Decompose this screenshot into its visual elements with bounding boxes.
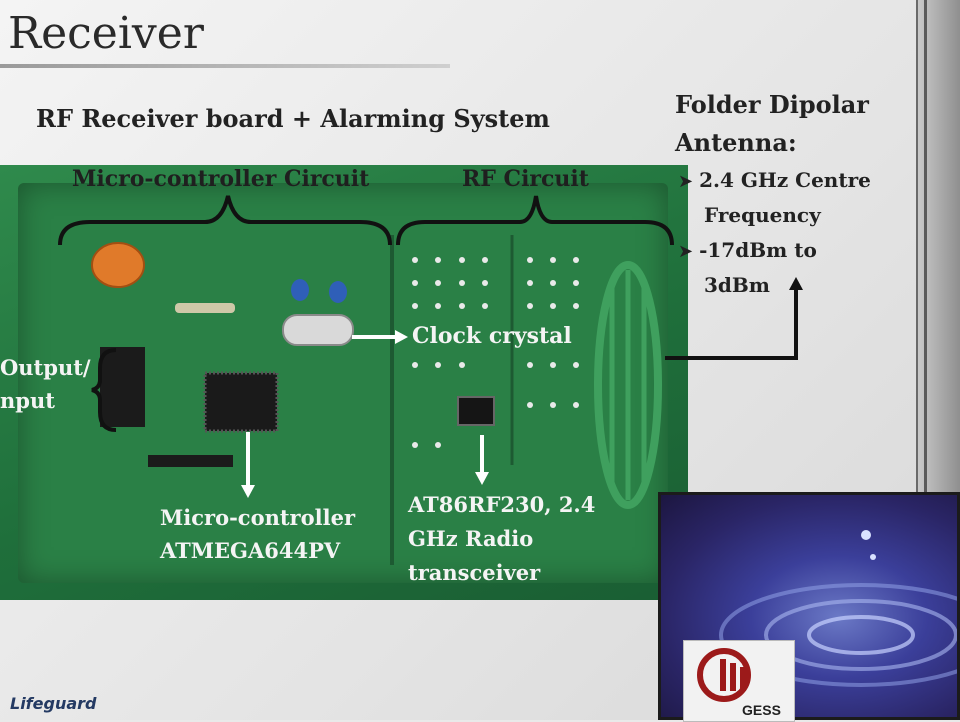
bullet-2-line2: 3dBm bbox=[704, 273, 770, 297]
clock-crystal-arrow bbox=[352, 330, 408, 344]
mcu-label-line1: Micro-controller bbox=[160, 505, 356, 530]
radio-label-line3: transceiver bbox=[408, 560, 541, 585]
antenna-bullet-2: ➤-17dBm to bbox=[678, 238, 817, 262]
io-brace bbox=[91, 348, 117, 432]
pcb-components bbox=[91, 235, 662, 565]
header-pins bbox=[148, 455, 233, 467]
right-triangle-bullet-icon: ➤ bbox=[678, 171, 694, 192]
mcu-chip bbox=[203, 371, 279, 433]
lifeguard-logo-text: Lifeguard bbox=[10, 694, 97, 713]
bullet-1-line2: Frequency bbox=[704, 203, 821, 227]
slide-subtitle: RF Receiver board + Alarming System bbox=[36, 104, 550, 133]
dipole-antenna-trace bbox=[594, 261, 662, 509]
gess-logo-mark: GESS bbox=[697, 648, 781, 718]
bullet-2-line1: -17dBm to bbox=[699, 238, 817, 262]
mcu-arrow bbox=[241, 432, 255, 498]
rf-circuit-label: RF Circuit bbox=[462, 166, 589, 192]
slide-title: Receiver bbox=[8, 8, 204, 59]
antenna-heading-line1: Folder Dipolar bbox=[675, 90, 869, 119]
io-label-line2: nput bbox=[0, 388, 55, 413]
title-underline bbox=[0, 64, 450, 68]
blue-capacitor bbox=[329, 281, 347, 303]
clock-crystal-label: Clock crystal bbox=[412, 323, 572, 349]
orange-capacitor bbox=[91, 242, 145, 288]
receiver-board-photo bbox=[0, 165, 688, 600]
rf-circuit-brace bbox=[396, 195, 674, 246]
io-label-line1: Output/ bbox=[0, 355, 91, 380]
right-triangle-bullet-icon: ➤ bbox=[678, 241, 694, 262]
radio-chip bbox=[457, 396, 495, 426]
radio-arrow bbox=[475, 435, 489, 485]
gess-logo: GESS bbox=[683, 640, 795, 722]
antenna-bullet-1: ➤2.4 GHz Centre bbox=[678, 168, 871, 192]
blue-capacitor bbox=[291, 279, 309, 301]
water-drop-image bbox=[658, 492, 960, 720]
gess-logo-text: GESS bbox=[742, 702, 781, 718]
radio-label-line2: GHz Radio bbox=[408, 526, 534, 551]
antenna-heading-line2: Antenna: bbox=[675, 128, 797, 157]
resistor bbox=[175, 303, 235, 313]
micro-controller-circuit-label: Micro-controller Circuit bbox=[72, 166, 370, 192]
water-ripples bbox=[719, 530, 957, 687]
clock-crystal-component bbox=[282, 314, 354, 346]
radio-label-line1: AT86RF230, 2.4 bbox=[408, 492, 596, 517]
micro-controller-brace bbox=[58, 195, 392, 246]
header-pins bbox=[100, 347, 145, 427]
mcu-label-line2: ATMEGA644PV bbox=[160, 538, 341, 563]
bullet-1-line1: 2.4 GHz Centre bbox=[699, 168, 871, 192]
antenna-arrow bbox=[665, 277, 803, 360]
rf-pads bbox=[412, 257, 579, 448]
lifeguard-logo: Lifeguard bbox=[10, 694, 96, 713]
